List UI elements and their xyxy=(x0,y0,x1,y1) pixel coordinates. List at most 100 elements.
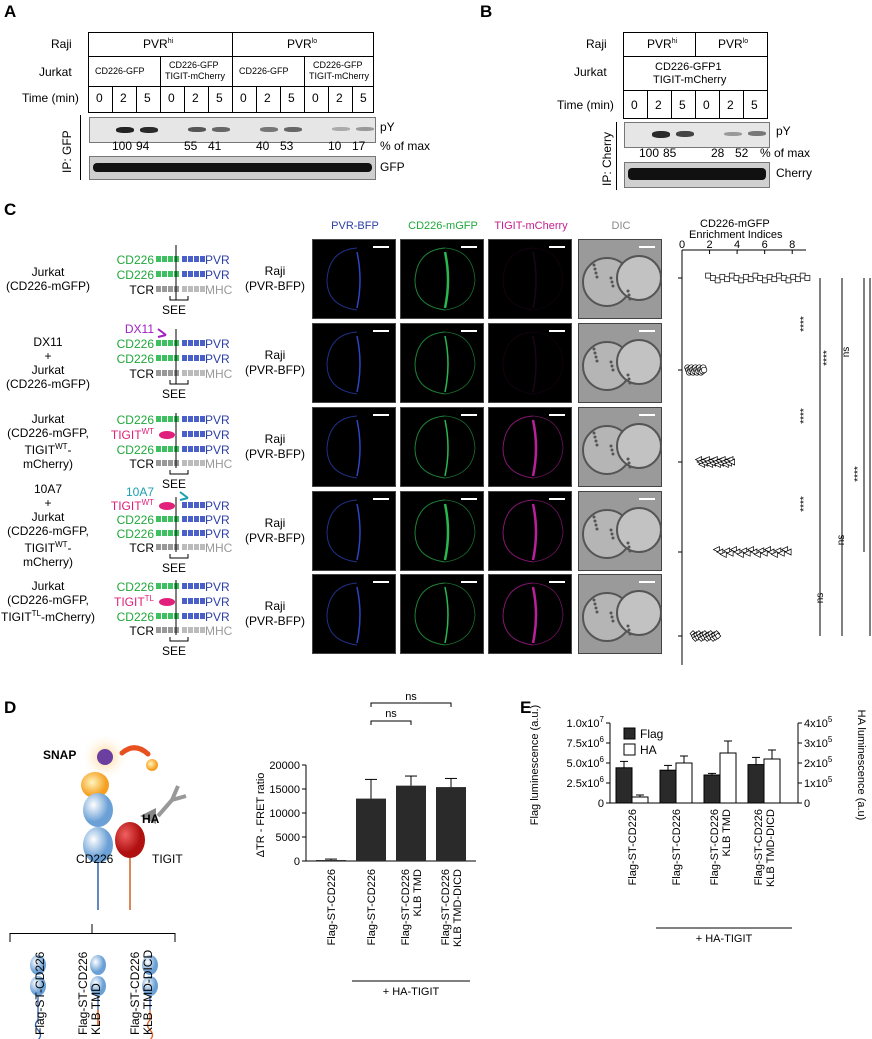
jurkat-membrane xyxy=(444,331,476,395)
cd226-text: CD226 xyxy=(117,352,155,366)
ig-domain-icon xyxy=(168,286,173,292)
channel-title: DIC xyxy=(611,220,631,232)
bar-ha xyxy=(675,762,693,804)
jurkat-condition-line: Jurkat xyxy=(31,363,65,377)
raji-label: Raji(PVR-BFP) xyxy=(240,348,310,378)
microscopy-image xyxy=(312,407,396,487)
pvr-text: PVR xyxy=(205,610,230,624)
percent-value: 53 xyxy=(280,139,294,153)
tigit-domain-icon xyxy=(159,598,175,606)
cd226-text: CD226 xyxy=(117,268,155,282)
cell-signal xyxy=(582,246,662,307)
ig-domain-icon xyxy=(188,583,193,589)
ig-domain-icon xyxy=(194,431,199,437)
ig-domain-icon xyxy=(182,355,187,361)
jurkat-membrane xyxy=(444,415,476,479)
significance-label: **** xyxy=(822,350,833,366)
dic-granule xyxy=(592,263,596,267)
data-point xyxy=(724,276,730,283)
jurkat-membrane xyxy=(532,582,564,646)
data-point xyxy=(776,272,782,279)
y-tick-label-right: 3x105 xyxy=(804,735,833,750)
dic-granule xyxy=(593,267,597,271)
ig-domain-icon xyxy=(182,271,187,277)
scale-bar xyxy=(549,246,565,248)
dic-granule xyxy=(627,461,631,465)
tigit-domain-icon xyxy=(115,822,145,858)
cell-signal xyxy=(414,330,477,395)
synapse-signal xyxy=(531,503,538,561)
ig-domain-icon xyxy=(200,271,205,277)
time-value: 2 xyxy=(336,91,343,105)
jurkat-condition-label: 10A7+Jurkat(CD226-mGFP,TIGITWT-mCherry) xyxy=(0,482,96,569)
jurkat-label-b: Jurkat xyxy=(574,65,607,79)
see-text: SEE xyxy=(162,561,186,575)
scale-bar xyxy=(639,581,655,583)
dic-granule xyxy=(628,297,632,301)
jurkat-membrane xyxy=(444,247,476,311)
cell-membrane xyxy=(414,582,446,646)
x-tick-label: KLB TMD-DICD xyxy=(765,809,777,887)
x-tick-label: 0 xyxy=(679,239,685,251)
dic-granule xyxy=(593,519,597,523)
data-point xyxy=(777,549,785,557)
ig-domain-icon xyxy=(156,370,161,376)
data-point xyxy=(714,632,722,640)
raji-label-b: Raji xyxy=(586,37,607,51)
data-point xyxy=(795,276,801,283)
percent-value: 100 xyxy=(112,139,133,153)
microscopy-image xyxy=(488,323,572,403)
x-tick-label: Flag-ST-CD226 xyxy=(709,809,721,885)
mhc-text: MHC xyxy=(205,283,233,297)
scale-bar xyxy=(549,414,565,416)
pvr-text: PVR xyxy=(205,337,230,351)
cd226-gfp-label-a2: CD226-GFP xyxy=(239,66,289,76)
ig-domain-icon xyxy=(188,544,193,550)
ig-domain-icon xyxy=(182,502,187,508)
pvr-text: PVR xyxy=(205,513,230,527)
legend-label-ha: HA xyxy=(640,743,657,757)
jurkat-membrane xyxy=(532,499,564,563)
cell-membrane xyxy=(414,331,446,395)
antibody-icon xyxy=(156,785,187,818)
ig-domain-icon xyxy=(194,355,199,361)
ig-domain-icon xyxy=(182,544,187,550)
ig-domain-icon xyxy=(188,416,193,422)
significance-label: **** xyxy=(799,316,810,332)
percent-value: 41 xyxy=(208,139,222,153)
ig-domain-icon xyxy=(156,340,161,346)
ig-domain-icon xyxy=(200,530,205,536)
dic-cell-right xyxy=(616,339,662,385)
ig-domain-icon xyxy=(188,286,193,292)
data-point xyxy=(727,458,735,466)
cell-membrane xyxy=(326,247,358,311)
y-tick-label: 0 xyxy=(598,798,604,810)
x-tick-label: 8 xyxy=(789,239,795,251)
cell-signal xyxy=(326,246,389,311)
dic-granule xyxy=(609,360,613,364)
significance-label: ns xyxy=(836,535,847,546)
raji-label: Raji(PVR-BFP) xyxy=(240,516,310,546)
ig-domain-icon xyxy=(156,446,161,452)
pvr-text: PVR xyxy=(205,268,230,282)
significance-label: ns xyxy=(815,593,826,604)
jurkat-condition-line: DX11 xyxy=(33,335,63,349)
cell-membrane xyxy=(414,499,446,563)
data-point xyxy=(752,272,759,279)
y-axis-label-left: Flag luminescence (a.u.) xyxy=(529,705,541,825)
see-bracket xyxy=(169,554,189,559)
microscopy-image xyxy=(578,407,662,487)
significance-label: ns xyxy=(841,347,852,358)
legend-swatch-ha xyxy=(623,743,636,756)
ig-domain-icon xyxy=(188,502,193,508)
ig-domain-icon xyxy=(162,271,167,277)
scale-bar xyxy=(639,246,655,248)
ig-domain-icon xyxy=(200,627,205,633)
luminescence-bar-chart: 02.5x1065.0x1067.5x1061.0x10701x1052x105… xyxy=(529,705,867,945)
cell-membrane xyxy=(414,415,446,479)
jurkat-membrane xyxy=(444,582,476,646)
pvr-text: PVR xyxy=(205,443,230,457)
ig-domain-icon xyxy=(194,416,199,422)
